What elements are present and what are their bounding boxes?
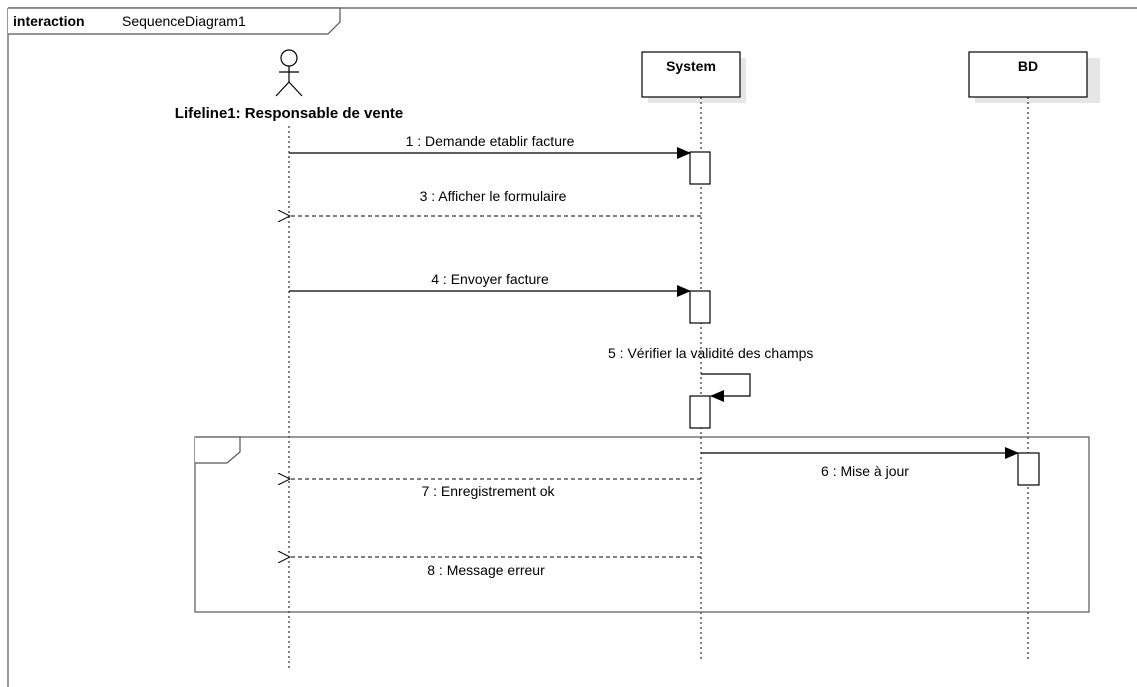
message-6[interactable]: 6 : Mise à jour	[701, 447, 1019, 479]
activation-bar-system-2[interactable]	[689, 290, 711, 324]
message-1-label[interactable]: 1 : Demande etablir facture	[406, 133, 575, 149]
frame-name[interactable]: SequenceDiagram1	[122, 13, 246, 29]
lifeline-db-box[interactable]	[968, 51, 1088, 98]
lifeline-db[interactable]: BD	[968, 51, 1100, 660]
activation-bar-system-3[interactable]	[689, 395, 711, 429]
frame-keyword: interaction	[13, 13, 85, 29]
activation-bar-db[interactable]	[1017, 452, 1040, 486]
frame-tab	[8, 7, 341, 35]
fragment-tab	[195, 436, 241, 464]
message-8-label[interactable]: 8 : Message erreur	[427, 562, 545, 578]
lifeline-system[interactable]: System	[641, 51, 746, 660]
message-3-label[interactable]: 3 : Afficher le formulaire	[420, 188, 567, 204]
message-7-label[interactable]: 7 : Enregistrement ok	[421, 483, 555, 499]
message-5[interactable]: 5 : Vérifier la validité des champs	[608, 345, 813, 402]
message-5-arrow[interactable]	[701, 373, 751, 402]
fragment-frame[interactable]	[194, 436, 1090, 613]
message-4-label[interactable]: 4 : Envoyer facture	[431, 271, 549, 287]
message-7[interactable]: 7 : Enregistrement ok	[290, 479, 701, 499]
actor-icon	[275, 49, 303, 97]
message-8[interactable]: 8 : Message erreur	[290, 557, 701, 578]
lifeline-system-box[interactable]	[641, 51, 741, 98]
message-5-label[interactable]: 5 : Vérifier la validité des champs	[608, 345, 813, 361]
lifeline-actor[interactable]: Lifeline1: Responsable de vente	[175, 49, 403, 670]
message-1[interactable]: 1 : Demande etablir facture	[289, 133, 691, 159]
lifeline-actor-label: Lifeline1: Responsable de vente	[175, 105, 403, 122]
lifeline-system-label: System	[666, 58, 716, 74]
activation-bar-system-1[interactable]	[689, 151, 711, 185]
message-3[interactable]: 3 : Afficher le formulaire	[290, 188, 701, 216]
message-4[interactable]: 4 : Envoyer facture	[289, 271, 691, 297]
combined-fragment[interactable]	[194, 436, 1090, 613]
interaction-frame: interaction SequenceDiagram1	[7, 7, 1137, 687]
lifeline-db-label: BD	[1018, 58, 1038, 74]
message-6-label[interactable]: 6 : Mise à jour	[821, 463, 909, 479]
